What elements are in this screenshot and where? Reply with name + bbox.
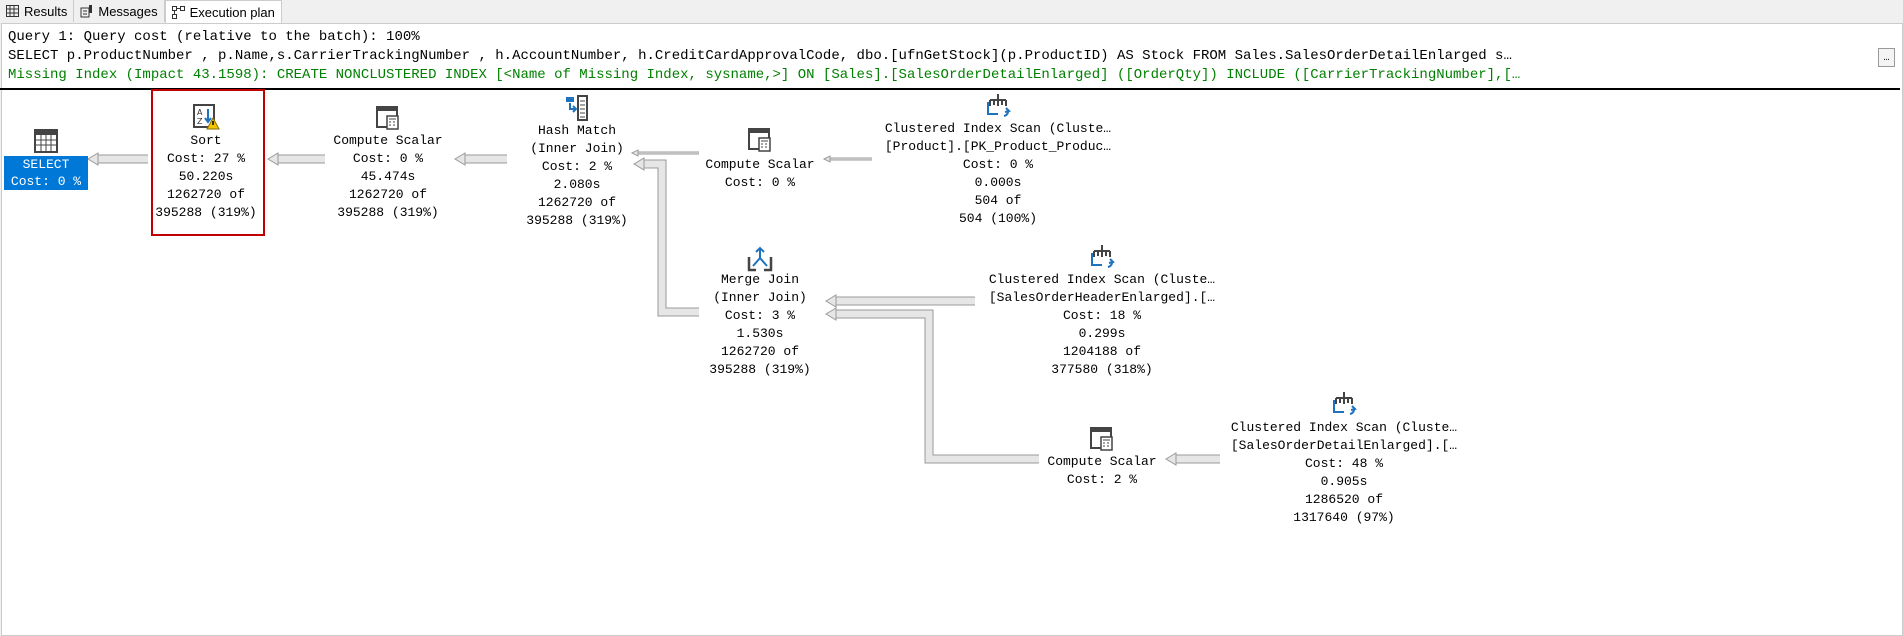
plan-node-compute-scalar-2[interactable]: Compute Scalar Cost: 0 %	[620, 156, 900, 192]
compute-scalar-icon	[376, 106, 399, 130]
plan-node-clustered-index-scan-header[interactable]: Clustered Index Scan (Cluste… [SalesOrde…	[962, 271, 1242, 379]
plan-node-clustered-index-scan-detail[interactable]: Clustered Index Scan (Cluste… [SalesOrde…	[1204, 419, 1484, 527]
node-label: Merge Join	[720, 272, 799, 287]
node-cost: Cost: 18 %	[1062, 308, 1141, 323]
node-object: [SalesOrderHeaderEnlarged].[…	[988, 290, 1216, 305]
plan-node-clustered-index-scan-product[interactable]: Clustered Index Scan (Cluste… [Product].…	[858, 120, 1138, 228]
node-label: Clustered Index Scan (Cluste…	[1230, 420, 1458, 435]
node-cost: Cost: 0 %	[10, 174, 82, 189]
node-cost: Cost: 3 %	[724, 308, 796, 323]
merge-join-icon	[747, 246, 773, 272]
hash-match-icon	[566, 95, 588, 121]
arrow-hash-to-compute	[454, 152, 507, 166]
node-time: 50.220s	[178, 169, 234, 184]
node-cost: Cost: 2 %	[541, 159, 613, 174]
node-time: 0.299s	[1078, 326, 1126, 341]
grid-icon	[6, 5, 19, 17]
node-label: Hash Match	[537, 123, 616, 138]
node-cost: Cost: 27 %	[166, 151, 245, 166]
arrow-cisheader-to-merge	[825, 294, 975, 308]
compute-scalar-icon	[1090, 427, 1113, 451]
node-estimated-rows: 1317640 (97%)	[1293, 510, 1395, 525]
arrow-cisproduct-to-compute2	[822, 155, 872, 163]
clustered-index-scan-icon	[1091, 245, 1115, 268]
node-label: Compute Scalar	[705, 157, 815, 172]
expand-query-button[interactable]: …	[1878, 48, 1895, 67]
arrow-compute2-to-hash	[630, 149, 699, 157]
sort-warning-icon: AZ	[193, 104, 220, 130]
node-label: SELECT	[22, 157, 70, 172]
query-sql-text: SELECT p.ProductNumber , p.Name,s.Carrie…	[8, 48, 1512, 64]
node-estimated-rows: 395288 (319%)	[526, 213, 628, 228]
node-actual-rows: 1286520 of	[1304, 492, 1383, 507]
tab-results[interactable]: Results	[0, 0, 75, 22]
node-cost: Cost: 0 %	[962, 157, 1034, 172]
node-time: 0.000s	[974, 175, 1022, 190]
query-cost-text: Query 1: Query cost (relative to the bat…	[8, 29, 420, 45]
messages-icon	[80, 4, 93, 17]
arrow-cisdetail-to-compute3	[1165, 452, 1220, 466]
node-actual-rows: 1204188 of	[1062, 344, 1141, 359]
arrow-compute3-to-merge	[825, 307, 1039, 464]
node-label: Clustered Index Scan (Cluste…	[884, 121, 1112, 136]
node-label: Compute Scalar	[1047, 454, 1157, 469]
plan-node-compute-scalar[interactable]: Compute Scalar Cost: 0 % 45.474s 1262720…	[248, 132, 528, 222]
arrow-compute-to-sort	[267, 152, 325, 166]
arrow-merge-to-hash	[633, 157, 699, 317]
node-time: 1.530s	[736, 326, 784, 341]
svg-text:Z: Z	[197, 117, 203, 126]
execution-plan-panel	[1, 23, 1903, 636]
node-actual-rows: 1262720 of	[348, 187, 427, 202]
node-time: 45.474s	[360, 169, 416, 184]
node-join-type: (Inner Join)	[530, 141, 624, 156]
header-separator	[0, 88, 1900, 90]
node-cost: Cost: 48 %	[1304, 456, 1383, 471]
node-object: [Product].[PK_Product_Produc…	[884, 139, 1112, 154]
node-actual-rows: 504 of	[974, 193, 1022, 208]
clustered-index-scan-icon	[987, 94, 1011, 117]
tab-label: Messages	[98, 3, 158, 19]
compute-scalar-icon	[748, 128, 771, 152]
tab-bar: Results Messages Execution plan	[0, 0, 282, 24]
select-table-icon	[34, 129, 58, 153]
tab-messages[interactable]: Messages	[74, 0, 165, 22]
node-cost: Cost: 2 %	[1066, 472, 1138, 487]
plan-icon	[171, 6, 185, 19]
tab-execution-plan[interactable]: Execution plan	[164, 0, 282, 24]
arrow-sort-to-select	[87, 152, 148, 166]
svg-text:A: A	[197, 108, 203, 117]
plan-node-select[interactable]: SELECT Cost: 0 %	[4, 156, 88, 190]
node-estimated-rows: 504 (100%)	[958, 211, 1037, 226]
node-join-type: (Inner Join)	[713, 290, 807, 305]
sort-highlight-box	[151, 89, 265, 236]
node-actual-rows: 1262720 of	[720, 344, 799, 359]
missing-index-text[interactable]: Missing Index (Impact 43.1598): CREATE N…	[8, 67, 1521, 83]
node-actual-rows: 1262720 of	[537, 195, 616, 210]
node-actual-rows: 1262720 of	[166, 187, 245, 202]
node-estimated-rows: 395288 (319%)	[337, 205, 439, 220]
clustered-index-scan-icon	[1333, 392, 1357, 415]
plan-node-compute-scalar-3[interactable]: Compute Scalar Cost: 2 %	[962, 453, 1242, 489]
node-label: Compute Scalar	[333, 133, 443, 148]
tab-label: Results	[24, 3, 68, 19]
plan-node-merge-join[interactable]: Merge Join (Inner Join) Cost: 3 % 1.530s…	[620, 271, 900, 379]
node-estimated-rows: 395288 (319%)	[709, 362, 811, 377]
node-label: Sort	[190, 133, 222, 148]
node-estimated-rows: 395288 (319%)	[155, 205, 257, 220]
node-time: 0.905s	[1320, 474, 1368, 489]
node-label: Clustered Index Scan (Cluste…	[988, 272, 1216, 287]
node-object: [SalesOrderDetailEnlarged].[…	[1230, 438, 1458, 453]
node-cost: Cost: 0 %	[352, 151, 424, 166]
plan-node-sort[interactable]: Sort Cost: 27 % 50.220s 1262720 of 39528…	[66, 132, 346, 222]
plan-node-hash-match[interactable]: Hash Match (Inner Join) Cost: 2 % 2.080s…	[437, 122, 717, 230]
node-time: 2.080s	[553, 177, 601, 192]
node-estimated-rows: 377580 (318%)	[1051, 362, 1153, 377]
tab-label: Execution plan	[189, 5, 275, 20]
node-cost: Cost: 0 %	[724, 175, 796, 190]
